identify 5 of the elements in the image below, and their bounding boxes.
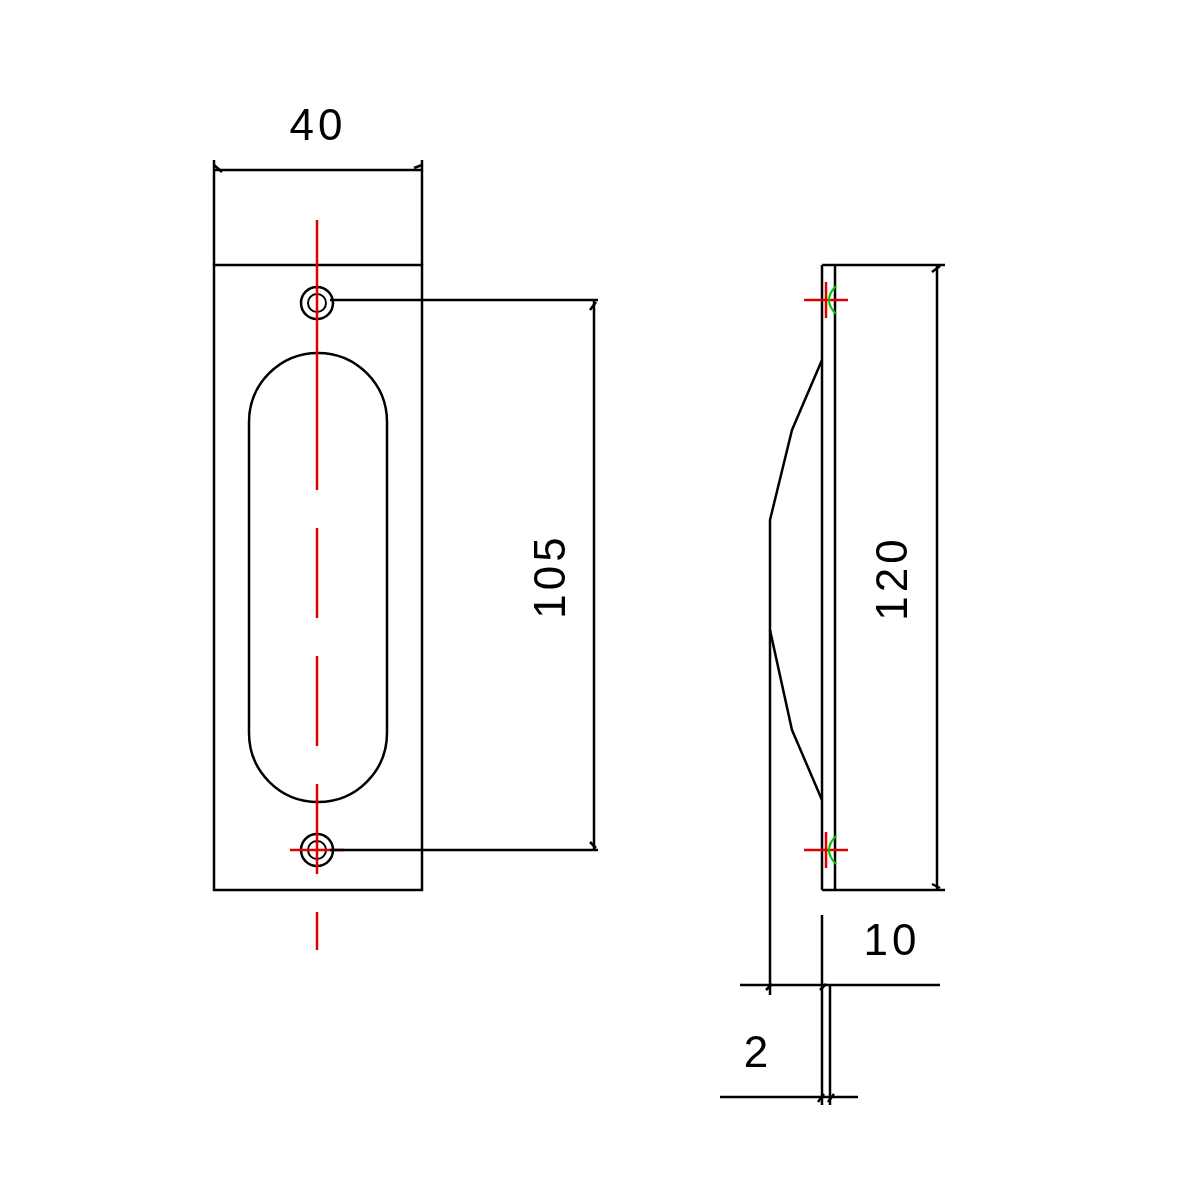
dimension-text: 10 xyxy=(863,918,921,962)
dimension-text: 40 xyxy=(289,103,347,147)
dimension-text: 120 xyxy=(870,535,914,621)
dimension-text: 2 xyxy=(743,1030,773,1074)
dimension-text: 105 xyxy=(528,533,572,619)
